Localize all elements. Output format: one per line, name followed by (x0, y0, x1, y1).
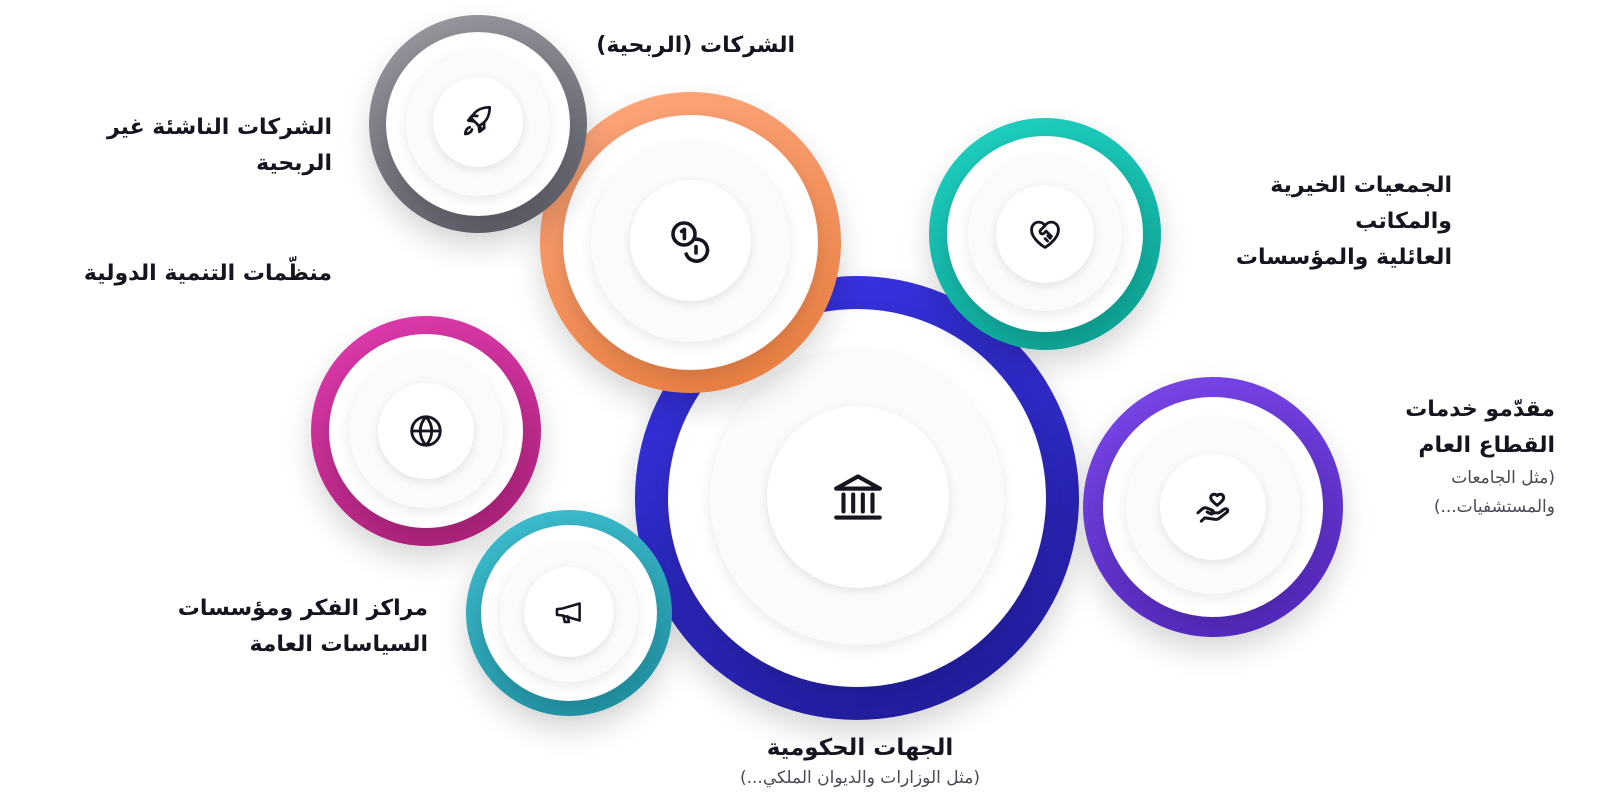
government-icon-holder (767, 406, 949, 588)
coins-icon (670, 220, 709, 263)
public-services-label: مقدّمو خدمات القطاع العام (مثل الجامعات … (1360, 392, 1555, 522)
development-orgs-circle (311, 316, 541, 546)
bank-columns-icon (834, 474, 882, 520)
public-services-title: مقدّمو خدمات القطاع العام (1405, 397, 1555, 458)
development-orgs-title: منظّمات التنمية الدولية (83, 261, 332, 286)
startups-circle (369, 15, 587, 233)
government-subtitle: (مثل الوزارات والديوان الملكي...) (739, 768, 981, 788)
public-services-subtitle: (مثل الجامعات والمستشفيات...) (1433, 468, 1555, 517)
charities-title: الجمعيات الخيرية والمكاتب العائلية والمؤ… (1235, 173, 1452, 270)
startups-label: الشركات الناشئة غير الربحية (60, 110, 332, 182)
globe-icon (410, 415, 442, 447)
think-tanks-title: مراكز الفكر ومؤسسات السياسات العامة (177, 596, 428, 657)
corporations-circle (540, 92, 841, 393)
startups-title: الشركات الناشئة غير الربحية (106, 115, 332, 176)
think-tanks-label: مراكز الفكر ومؤسسات السياسات العامة (140, 591, 428, 663)
government-title: الجهات الحكومية (766, 735, 954, 761)
hand-heart-icon (1196, 492, 1230, 523)
megaphone-icon (555, 602, 581, 624)
heart-handshake-icon (1030, 220, 1060, 249)
corporations-title: الشركات (الربحية) (596, 33, 795, 58)
public-services-circle (1083, 377, 1343, 637)
corporations-label: الشركات (الربحية) (560, 28, 795, 64)
rocket-icon (463, 105, 492, 136)
charities-circle (929, 118, 1161, 350)
government-label: الجهات الحكومية (مثل الوزارات والديوان ا… (680, 730, 1040, 790)
charities-label: الجمعيات الخيرية والمكاتب العائلية والمؤ… (1180, 168, 1452, 276)
think-tanks-circle (466, 510, 672, 716)
development-orgs-label: منظّمات التنمية الدولية (40, 256, 332, 292)
